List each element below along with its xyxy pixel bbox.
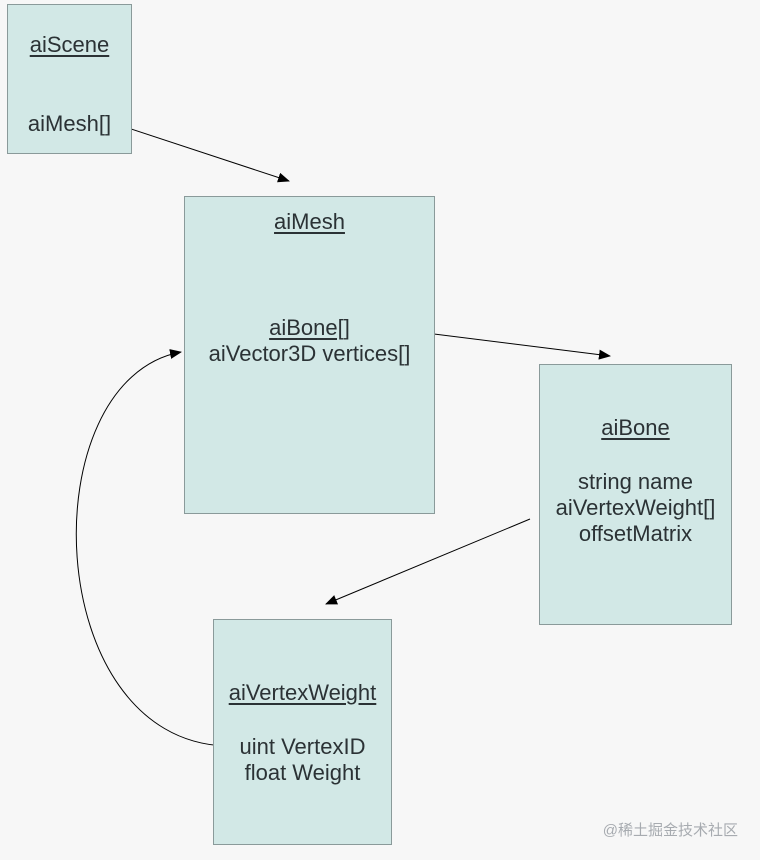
edge-aivertexweight-to-aimesh xyxy=(75,349,227,747)
aimesh-field-aibone-array: aiBone[] xyxy=(269,315,350,340)
aivertexweight-fields: uint VertexID float Weight xyxy=(214,734,391,786)
aibone-title: aiBone xyxy=(601,415,670,440)
aiscene-fields: aiMesh[] xyxy=(8,111,131,137)
aiscene-title: aiScene xyxy=(29,32,110,57)
aivertexweight-field-vertexid: uint VertexID xyxy=(239,734,366,759)
watermark: @稀土掘金技术社区 xyxy=(602,822,738,839)
aimesh-title: aiMesh xyxy=(274,209,345,234)
aivertexweight-field-weight: float Weight xyxy=(244,760,361,785)
aibone-fields: string name aiVertexWeight[] offsetMatri… xyxy=(540,469,731,547)
aivertexweight-node: aiVertexWeight uint VertexID float Weigh… xyxy=(213,619,392,845)
aibone-node: aiBone string name aiVertexWeight[] offs… xyxy=(539,364,732,625)
aivertexweight-title: aiVertexWeight xyxy=(228,680,377,705)
aibone-field-name: string name xyxy=(578,469,693,494)
aiscene-node: aiScene aiMesh[] xyxy=(7,4,132,154)
edge-aibone-to-aivertexweight xyxy=(325,518,531,605)
aibone-field-offsetmatrix: offsetMatrix xyxy=(578,521,693,546)
aimesh-field-vertices: aiVector3D vertices[] xyxy=(208,341,411,366)
aimesh-node: aiMesh aiBone[] aiVector3D vertices[] xyxy=(184,196,435,514)
edge-aiscene-to-aimesh xyxy=(121,125,290,183)
aiscene-field-aimesh-array: aiMesh[] xyxy=(27,111,112,136)
aibone-field-vertexweight-array: aiVertexWeight[] xyxy=(555,495,716,520)
aimesh-fields: aiBone[] aiVector3D vertices[] xyxy=(185,315,434,367)
